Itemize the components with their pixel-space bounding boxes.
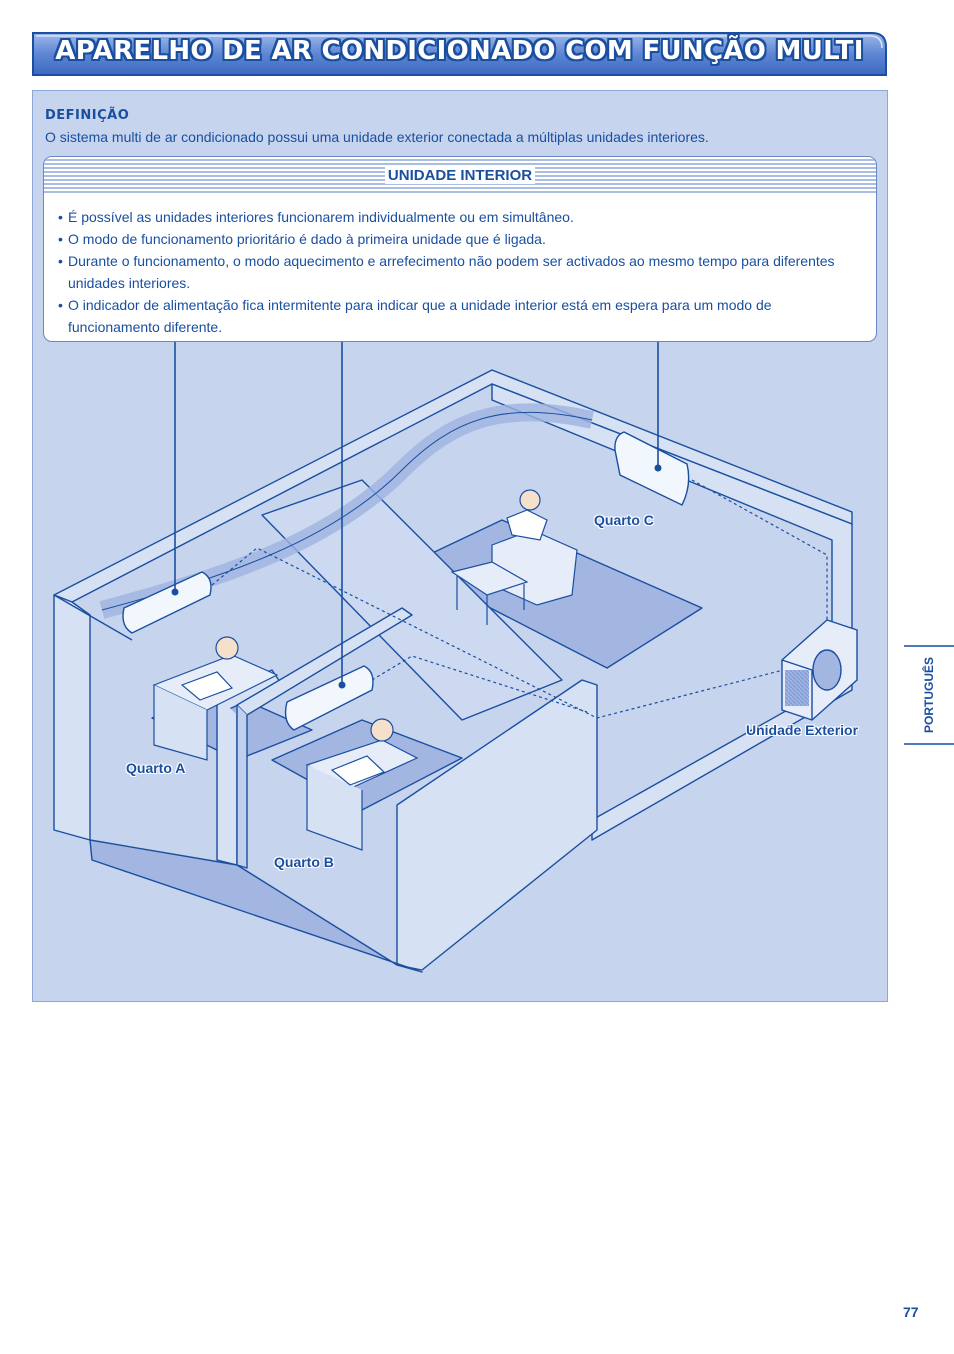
partition-ab <box>236 607 413 716</box>
title-bar-background <box>32 32 887 76</box>
person-a-head <box>215 636 239 660</box>
room-b-front-wall <box>396 679 598 971</box>
indoor-unit-header: UNIDADE INTERIOR <box>44 157 876 193</box>
indoor-unit-heading: UNIDADE INTERIOR <box>384 167 536 184</box>
indoor-unit-b <box>284 665 374 731</box>
front-floor <box>89 839 423 973</box>
list-item: É possível as unidades interiores funcio… <box>58 206 858 228</box>
pipe-route-c <box>691 479 828 640</box>
left-wall <box>53 594 91 841</box>
coffee-table <box>450 561 529 596</box>
person-c-head <box>519 489 541 511</box>
language-label: PORTUGUÊS <box>922 656 936 734</box>
divider-wall <box>261 479 563 721</box>
page-number: 77 <box>903 1304 919 1320</box>
book-b <box>330 755 386 786</box>
list-item: O modo de funcionamento prioritário é da… <box>58 228 858 250</box>
page-title: APARELHO DE AR CONDICIONADO COM FUNÇÃO M… <box>55 36 864 66</box>
outdoor-unit-label: Unidade Exterior <box>746 722 859 738</box>
fan-icon <box>812 649 842 691</box>
house-illustration <box>53 342 858 973</box>
indoor-unit-c <box>614 431 690 506</box>
title-bar: APARELHO DE AR CONDICIONADO COM FUNÇÃO M… <box>32 32 887 76</box>
pipe-route-b <box>371 655 588 713</box>
indoor-unit-a <box>122 571 212 634</box>
pipe-route-a <box>211 547 823 719</box>
indoor-unit-box: UNIDADE INTERIOR É possível as unidades … <box>43 156 877 342</box>
person-b-head <box>370 718 394 742</box>
newspaper <box>506 509 548 541</box>
indoor-unit-list: É possível as unidades interiores funcio… <box>58 206 858 338</box>
room-c-label: Quarto C <box>594 512 654 528</box>
list-item: O indicador de alimentação fica intermit… <box>58 294 858 338</box>
book-a <box>180 671 234 701</box>
definition-heading: DEFINIÇÃO <box>45 108 130 123</box>
list-item: Durante o funcionamento, o modo aquecime… <box>58 250 858 294</box>
room-b-label: Quarto B <box>274 854 334 870</box>
room-a-label: Quarto A <box>126 760 186 776</box>
language-tab <box>904 645 954 745</box>
definition-text: O sistema multi de ar condicionado possu… <box>45 129 709 145</box>
